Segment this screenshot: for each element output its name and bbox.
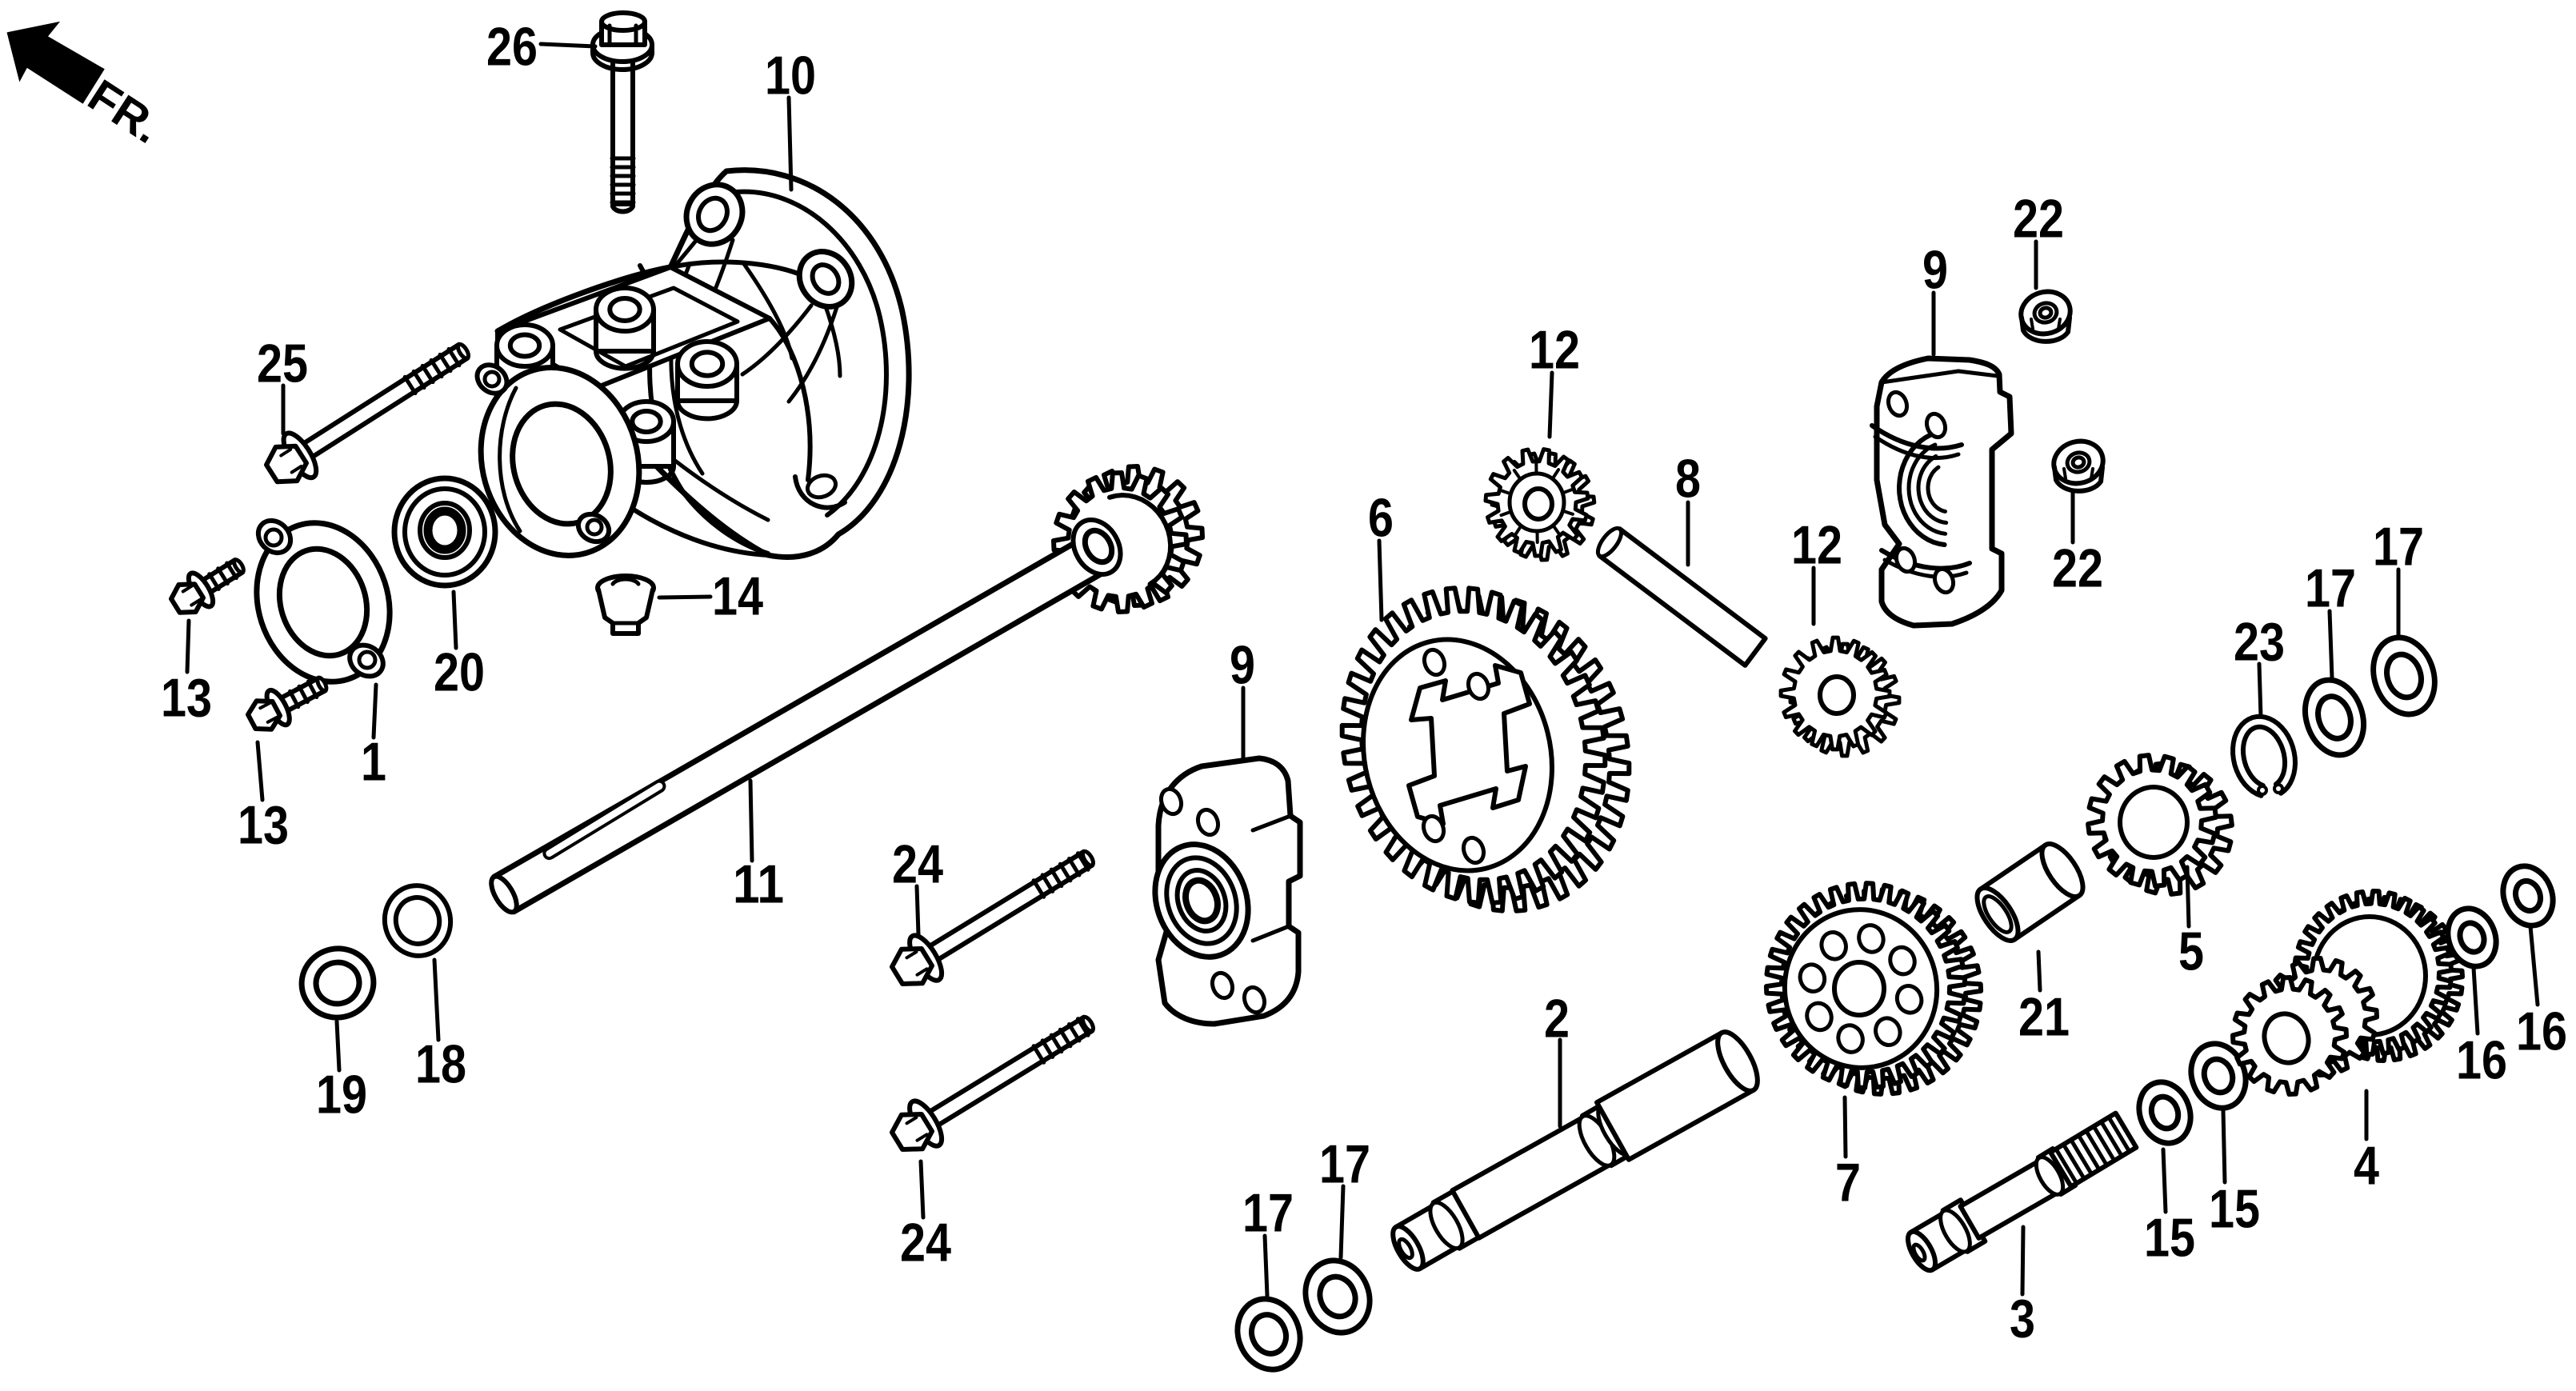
svg-text:22: 22 (2013, 189, 2064, 250)
svg-text:12: 12 (1791, 515, 1842, 576)
svg-text:3: 3 (2010, 1289, 2035, 1349)
svg-text:22: 22 (2052, 538, 2103, 599)
svg-text:13: 13 (238, 795, 289, 856)
svg-text:15: 15 (2144, 1208, 2195, 1269)
svg-text:8: 8 (1675, 449, 1701, 510)
svg-text:4: 4 (2354, 1136, 2379, 1197)
svg-text:13: 13 (161, 668, 212, 729)
svg-text:11: 11 (733, 854, 784, 915)
svg-text:17: 17 (1242, 1183, 1294, 1244)
svg-text:20: 20 (434, 642, 485, 703)
svg-text:18: 18 (415, 1034, 466, 1095)
svg-text:9: 9 (1922, 240, 1948, 301)
svg-text:26: 26 (486, 17, 538, 78)
svg-text:1: 1 (361, 732, 386, 793)
svg-text:19: 19 (316, 1065, 367, 1125)
svg-text:14: 14 (712, 566, 763, 627)
svg-text:7: 7 (1835, 1153, 1861, 1213)
svg-text:12: 12 (1529, 320, 1580, 381)
svg-text:21: 21 (2018, 987, 2070, 1048)
svg-text:24: 24 (900, 1213, 951, 1273)
svg-text:5: 5 (2178, 921, 2204, 982)
svg-text:6: 6 (1368, 488, 1394, 549)
svg-text:16: 16 (2516, 1001, 2567, 1062)
svg-text:15: 15 (2209, 1179, 2260, 1240)
svg-text:2: 2 (1544, 989, 1570, 1049)
svg-text:16: 16 (2456, 1030, 2507, 1091)
